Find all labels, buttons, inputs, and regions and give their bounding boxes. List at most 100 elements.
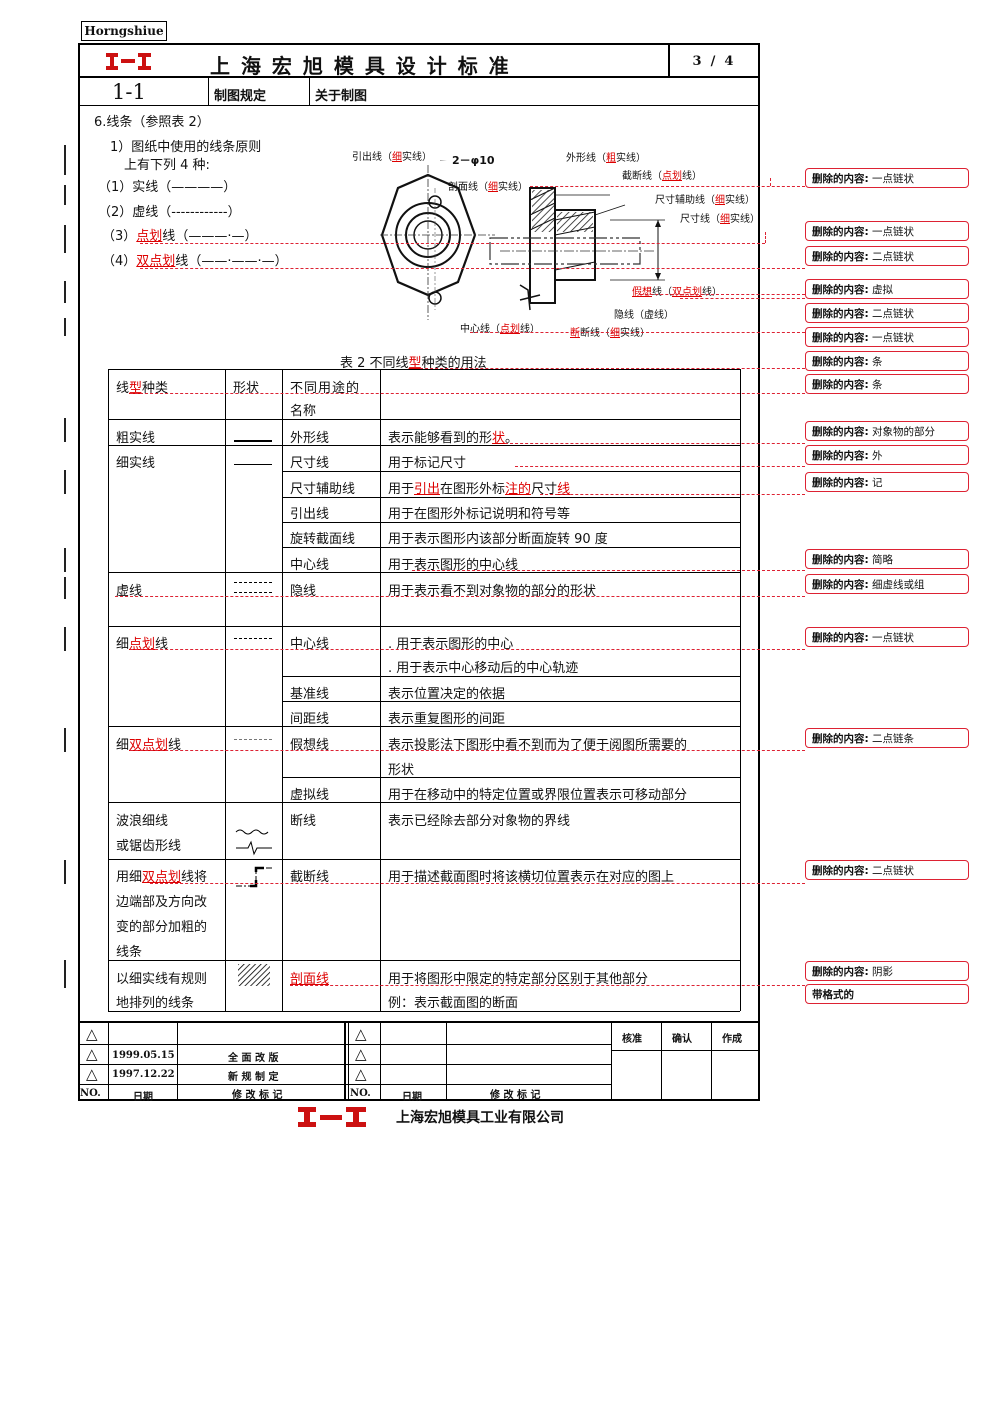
revision-balloon[interactable]: 删除的内容: 条	[805, 351, 969, 371]
change-bar	[64, 860, 66, 884]
shape-wavy-line	[234, 826, 274, 856]
cell-type: 或锯齿形线	[116, 839, 182, 854]
label-center-line: 中心线（点划线）	[460, 324, 540, 335]
technical-drawing	[380, 157, 770, 335]
triangle-icon: △	[86, 1065, 98, 1083]
no-label: NO.	[80, 1088, 101, 1099]
cell-desc: 用于在图形外标记说明和符号等	[388, 507, 571, 522]
label-leader-line: 引出线（细实线）	[352, 152, 432, 163]
change-bar	[64, 145, 66, 175]
confirm-label: 确认	[672, 1034, 692, 1045]
revision-balloon[interactable]: 删除的内容: 阴影	[805, 961, 969, 981]
revision-balloon[interactable]: 删除的内容: 外	[805, 445, 969, 465]
revision-balloon[interactable]: 删除的内容: 虚拟	[805, 279, 969, 299]
header-shape: 形状	[233, 381, 260, 396]
label-break-line: 断断线（细实线）	[570, 328, 650, 339]
revision-note: 全 面 改 版	[228, 1053, 279, 1064]
cell-desc: . 用于表示图形的中心	[388, 637, 514, 652]
cell-desc: 用于引出在图形外标注的尺寸线	[388, 482, 571, 497]
cell-name: 基准线	[290, 687, 330, 702]
cell-type: 细实线	[116, 456, 156, 471]
intro-line: 上有下列 4 种:	[124, 158, 210, 173]
line-type-item: （3）点划线（———·—）	[102, 229, 258, 244]
label-dimension-line: 尺寸线（细实线）	[680, 214, 760, 225]
cell-type: 地排列的线条	[116, 996, 195, 1011]
cell-type: 粗实线	[116, 431, 156, 446]
company-name: 上海宏旭模具工业有限公司	[396, 1110, 564, 1126]
change-bar	[64, 728, 66, 752]
cell-desc: 用于在移动中的特定位置或界限位置表示可移动部分	[388, 788, 688, 803]
revision-balloon[interactable]: 删除的内容: 二点链条	[805, 728, 969, 748]
revision-balloon[interactable]: 删除的内容: 条	[805, 374, 969, 394]
cell-name: 虚拟线	[290, 788, 330, 803]
revision-balloon[interactable]: 删除的内容: 简略	[805, 549, 969, 569]
revision-balloon[interactable]: 删除的内容: 一点链状	[805, 168, 969, 188]
approve-label: 核准	[622, 1034, 642, 1045]
section-name: 制图规定	[214, 89, 267, 104]
cell-type: 细双点划线	[116, 738, 182, 753]
label-phantom-line: 假想线（双点划线）	[632, 287, 722, 298]
cell-name: 断线	[290, 814, 317, 829]
revision-balloon[interactable]: 删除的内容: 二点链状	[805, 303, 969, 323]
shape-thick-line	[234, 440, 272, 442]
change-bar	[64, 627, 66, 651]
revision-balloon[interactable]: 删除的内容: 细虚线或组	[805, 574, 969, 594]
company-logo	[104, 50, 154, 72]
change-bar	[64, 281, 66, 303]
section-number: 1-1	[112, 80, 146, 104]
cell-name: 尺寸线	[290, 456, 330, 471]
cell-desc: 用于表示看不到对象物的部分的形状	[388, 584, 597, 599]
change-bar	[64, 418, 66, 442]
change-bar	[64, 960, 66, 988]
cell-name: 隐线	[290, 584, 317, 599]
intro-line: 1）图纸中使用的线条原则	[110, 140, 262, 155]
cell-desc: 用于表示图形的中心线	[388, 558, 519, 573]
cell-name: 假想线	[290, 738, 330, 753]
revision-balloon[interactable]: 删除的内容: 记	[805, 472, 969, 492]
cell-type: 变的部分加粗的	[116, 920, 208, 935]
cell-type: 用细双点划线将	[116, 870, 208, 885]
revision-balloon[interactable]: 删除的内容: 对象物的部分	[805, 421, 969, 441]
change-bar	[64, 185, 66, 205]
revision-note: 新 规 制 定	[228, 1072, 279, 1083]
line-type-item: （1）实线（————）	[98, 180, 237, 195]
cell-desc: 形状	[388, 763, 415, 778]
page-number: 3 / 4	[692, 54, 734, 69]
shape-double-chain-line	[234, 739, 272, 740]
triangle-icon: △	[86, 1025, 98, 1043]
cell-name: 间距线	[290, 712, 330, 727]
label-extension-line: 尺寸辅助线（细实线）	[655, 195, 755, 206]
revision-balloon[interactable]: 删除的内容: 一点链状	[805, 627, 969, 647]
note-label: 修 改 标 记	[490, 1090, 541, 1101]
label-section-line: 剖面线（细实线）	[448, 182, 528, 193]
shape-chain-line	[234, 638, 272, 639]
change-bar	[64, 577, 66, 599]
cell-desc: 表示能够看到的形状。	[388, 431, 519, 446]
cell-desc: 用于描述截面图时将该横切位置表示在对应的图上	[388, 870, 675, 885]
cell-type: 以细实线有规则	[116, 972, 208, 987]
revision-balloon[interactable]: 删除的内容: 一点链状	[805, 221, 969, 241]
cell-name: 截断线	[290, 870, 330, 885]
triangle-icon: △	[355, 1025, 367, 1043]
cell-name: 引出线	[290, 507, 330, 522]
cell-desc: 表示重复图形的间距	[388, 712, 506, 727]
revision-balloon[interactable]: 删除的内容: 二点链状	[805, 860, 969, 880]
revision-balloon[interactable]: 删除的内容: 一点链状	[805, 327, 969, 347]
brand-tag: Horngshiue	[81, 21, 167, 41]
document-frame	[78, 43, 760, 1101]
revision-date: 1997.12.22	[112, 1069, 175, 1080]
format-balloon[interactable]: 带格式的	[805, 984, 969, 1004]
label-cutting-line: 截断线（点划线）	[622, 171, 702, 182]
shape-hatching	[238, 964, 270, 986]
table-caption: 表 2 不同线型种类的用法	[340, 356, 487, 371]
cell-name: 剖面线	[290, 972, 330, 987]
shape-thin-line	[234, 464, 272, 465]
header-line-type: 线型种类	[116, 381, 169, 396]
cell-desc: 例：表示截面图的断面	[388, 996, 519, 1011]
shape-dashed-line	[234, 582, 272, 583]
cell-type: 虚线	[116, 584, 143, 599]
no-label: NO.	[350, 1088, 371, 1099]
revision-balloon[interactable]: 删除的内容: 二点链状	[805, 246, 969, 266]
cell-name: 外形线	[290, 431, 330, 446]
date-label: 日期	[133, 1092, 153, 1103]
